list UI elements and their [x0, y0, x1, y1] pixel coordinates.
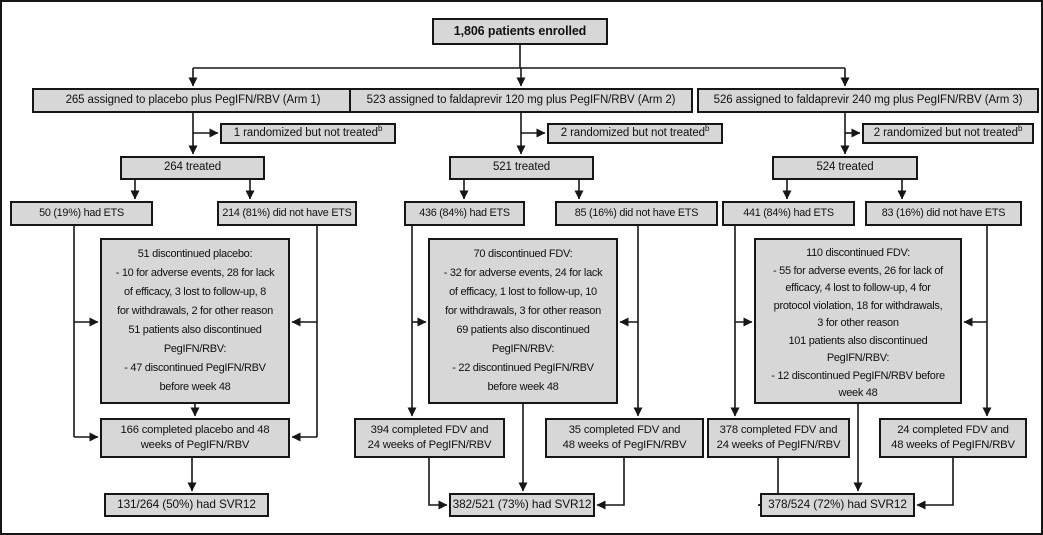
- arm3-completed-48-text: 24 completed FDV and 48 weeks of PegIFN/…: [891, 424, 1015, 451]
- arm3-completed-24-text: 378 completed FDV and 24 weeks of PegIFN…: [716, 424, 841, 451]
- arm3-treated-box: 524 treated: [772, 156, 918, 180]
- arm1-not-treated-text: 1 randomized but not treated: [233, 126, 378, 139]
- arm1-treated-label: 264 treated: [163, 161, 222, 174]
- arm2-completed-24-text: 394 completed FDV and 24 weeks of PegIFN…: [367, 424, 492, 451]
- arm1-footnote-marker: b: [377, 124, 383, 134]
- arm2-no-ets-label: 85 (16%) did not have ETS: [574, 207, 699, 220]
- arm2-discontinued-box: 70 discontinued FDV: - 32 for adverse ev…: [428, 238, 618, 404]
- arm1-not-treated-box: 1 randomized but not treatedb: [220, 123, 396, 144]
- arm3-completed-48-box: 24 completed FDV and 48 weeks of PegIFN/…: [879, 418, 1027, 458]
- arm2-not-treated-text: 2 randomized but not treated: [560, 126, 705, 139]
- arm3-not-treated-text: 2 randomized but not treated: [873, 126, 1018, 139]
- arm3-had-ets-label: 441 (84%) had ETS: [743, 207, 834, 220]
- arm3-no-ets-box: 83 (16%) did not have ETS: [865, 201, 1022, 226]
- arm3-no-ets-label: 83 (16%) did not have ETS: [881, 207, 1006, 220]
- arm2-footnote-marker: b: [704, 124, 710, 134]
- arm2-had-ets-label: 436 (84%) had ETS: [419, 207, 510, 220]
- arm1-treated-box: 264 treated: [120, 156, 265, 180]
- arm3-completed-24-box: 378 completed FDV and 24 weeks of PegIFN…: [707, 418, 850, 458]
- arm3-treated-label: 524 treated: [816, 161, 874, 174]
- arm1-no-ets-label: 214 (81%) did not have ETS: [222, 207, 352, 220]
- arm2-no-ets-box: 85 (16%) did not have ETS: [555, 201, 718, 226]
- arm1-completed-text: 166 completed placebo and 48 weeks of Pe…: [120, 424, 270, 451]
- arm1-assigned-label: 265 assigned to placebo plus PegIFN/RBV …: [65, 93, 321, 106]
- arm3-not-treated-label: 2 randomized but not treatedb: [873, 124, 1023, 140]
- arm2-completed-24-box: 394 completed FDV and 24 weeks of PegIFN…: [354, 418, 505, 458]
- arm3-discontinued-box: 110 discontinued FDV: - 55 for adverse e…: [754, 238, 962, 404]
- arm3-had-ets-box: 441 (84%) had ETS: [722, 201, 855, 226]
- arm1-assigned-box: 265 assigned to placebo plus PegIFN/RBV …: [32, 88, 354, 113]
- arm2-treated-label: 521 treated: [492, 161, 551, 174]
- arm3-footnote-marker: b: [1017, 124, 1023, 134]
- arm1-svr12-label: 131/264 (50%) had SVR12: [117, 497, 256, 512]
- arm2-assigned-label: 523 assigned to faldaprevir 120 mg plus …: [366, 93, 676, 106]
- arm1-not-treated-label: 1 randomized but not treatedb: [233, 124, 383, 140]
- arm2-not-treated-label: 2 randomized but not treatedb: [560, 124, 710, 140]
- arm1-no-ets-box: 214 (81%) did not have ETS: [217, 201, 357, 226]
- arm1-had-ets-box: 50 (19%) had ETS: [10, 201, 153, 226]
- box-enrolled: 1,806 patients enrolled: [432, 18, 608, 45]
- arm3-discontinued-text: 110 discontinued FDV: - 55 for adverse e…: [771, 247, 945, 399]
- arm2-not-treated-box: 2 randomized but not treatedb: [547, 123, 723, 144]
- enrolled-label: 1,806 patients enrolled: [453, 24, 587, 39]
- arm1-svr12-box: 131/264 (50%) had SVR12: [104, 493, 269, 517]
- arm3-not-treated-box: 2 randomized but not treatedb: [862, 123, 1034, 144]
- arm3-assigned-label: 526 assigned to faldaprevir 240 mg plus …: [713, 93, 1023, 106]
- arm3-assigned-box: 526 assigned to faldaprevir 240 mg plus …: [697, 88, 1039, 113]
- arm2-svr12-label: 382/521 (73%) had SVR12: [452, 497, 592, 512]
- arm2-discontinued-text: 70 discontinued FDV: - 32 for adverse ev…: [443, 248, 603, 393]
- arm2-svr12-box: 382/521 (73%) had SVR12: [449, 493, 595, 517]
- arm3-svr12-box: 378/524 (72%) had SVR12: [760, 493, 915, 517]
- arm2-had-ets-box: 436 (84%) had ETS: [404, 201, 525, 226]
- arm2-assigned-box: 523 assigned to faldaprevir 120 mg plus …: [349, 88, 693, 113]
- arm1-discontinued-text: 51 discontinued placebo: - 10 for advers…: [115, 248, 275, 393]
- arm1-completed-box: 166 completed placebo and 48 weeks of Pe…: [100, 418, 290, 458]
- arm3-svr12-label: 378/524 (72%) had SVR12: [768, 497, 907, 512]
- arm2-treated-box: 521 treated: [449, 156, 594, 180]
- arm1-had-ets-label: 50 (19%) had ETS: [39, 207, 124, 220]
- arm1-discontinued-box: 51 discontinued placebo: - 10 for advers…: [100, 238, 290, 404]
- arm2-completed-48-box: 35 completed FDV and 48 weeks of PegIFN/…: [545, 418, 704, 458]
- arm2-completed-48-text: 35 completed FDV and 48 weeks of PegIFN/…: [562, 424, 687, 451]
